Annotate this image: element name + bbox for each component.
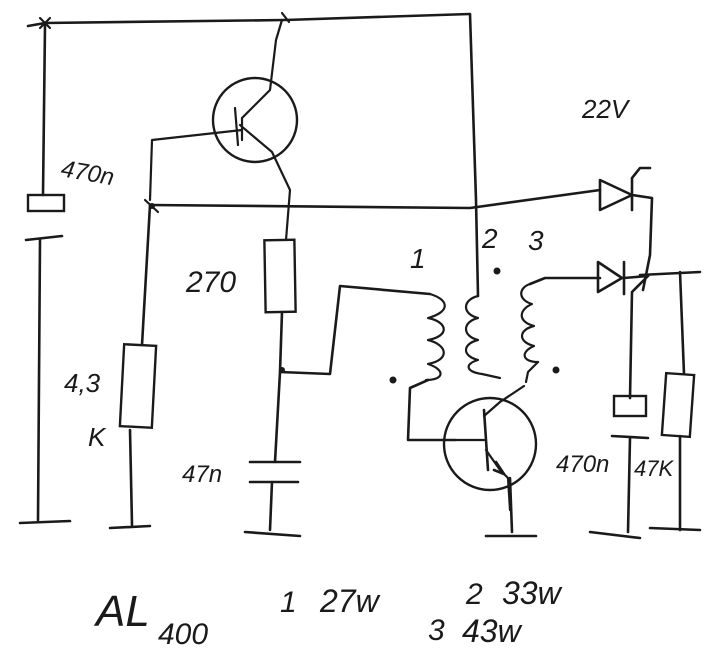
note-core-value: 400	[158, 618, 208, 651]
top-junction	[280, 11, 291, 24]
ground-left	[18, 519, 72, 525]
ground-right	[588, 530, 642, 540]
transistor-upper-base	[233, 106, 240, 147]
capacitor-mid	[248, 460, 302, 484]
note-core: AL	[93, 587, 150, 636]
resistor-right	[660, 371, 696, 439]
cap-mid-wire	[268, 370, 282, 532]
feedback-wire	[148, 188, 602, 210]
winding-3-dot	[552, 366, 560, 374]
winding-1	[424, 292, 446, 382]
note-turns-1: 27w	[319, 583, 381, 619]
top-rail-node	[38, 16, 52, 30]
left-resistor-wire	[128, 203, 152, 527]
capacitor-right-plate	[610, 434, 650, 534]
note-turns-1-index: 1	[280, 586, 297, 619]
label-capacitor-mid: 47n	[182, 461, 222, 488]
transistor-lower-emitter-arrow	[492, 460, 506, 476]
winding-2-dot	[493, 267, 501, 275]
capacitor-left	[26, 193, 66, 213]
ground-mid	[243, 530, 302, 538]
label-resistor-top: 270	[185, 266, 236, 299]
label-zener: 22V	[581, 94, 631, 124]
capacitor-right	[612, 394, 648, 418]
winding-2	[464, 294, 502, 380]
winding-1-dot	[389, 376, 397, 384]
ground-left-resistor	[108, 524, 152, 530]
resistor-chain-wire	[278, 284, 432, 376]
resistor-left	[118, 342, 158, 430]
winding-3	[520, 282, 540, 364]
transistor-upper	[211, 76, 299, 164]
label-capacitor-right: 470n	[556, 451, 609, 478]
note-turns-3-index: 3	[428, 614, 445, 647]
note-turns-2: 33w	[502, 575, 563, 611]
output-rail	[628, 270, 702, 400]
zener-diode	[598, 166, 654, 292]
resistor-right-wire	[678, 270, 686, 532]
resistor-top	[263, 238, 297, 314]
label-winding-2: 2	[481, 223, 498, 254]
transistor-lower-base	[482, 408, 490, 472]
winding-2-wire	[468, 12, 480, 298]
note-turns-2-index: 2	[465, 578, 483, 611]
note-turns-3: 43w	[462, 613, 523, 649]
label-winding-1: 1	[410, 243, 426, 274]
label-winding-3: 3	[528, 225, 544, 256]
transistor-lower-ground-wire	[508, 476, 514, 534]
label-resistor-left-unit: K	[88, 422, 107, 452]
label-resistor-left-value: 4,3	[64, 368, 101, 398]
top-rail-wire	[26, 12, 472, 28]
transistor-upper-leads	[148, 18, 292, 242]
winding-3-top	[528, 276, 602, 286]
label-capacitor-left: 470n	[59, 155, 116, 191]
winding-3-bottom	[524, 360, 540, 384]
capacitor-left-plate	[24, 234, 64, 242]
winding-1-bottom	[406, 378, 457, 442]
ground-right-resistor	[648, 526, 702, 532]
left-rail-wire	[36, 23, 47, 522]
transistor-lower	[442, 396, 538, 492]
label-resistor-right: 47K	[634, 456, 674, 481]
rectifier-diode	[596, 260, 650, 296]
